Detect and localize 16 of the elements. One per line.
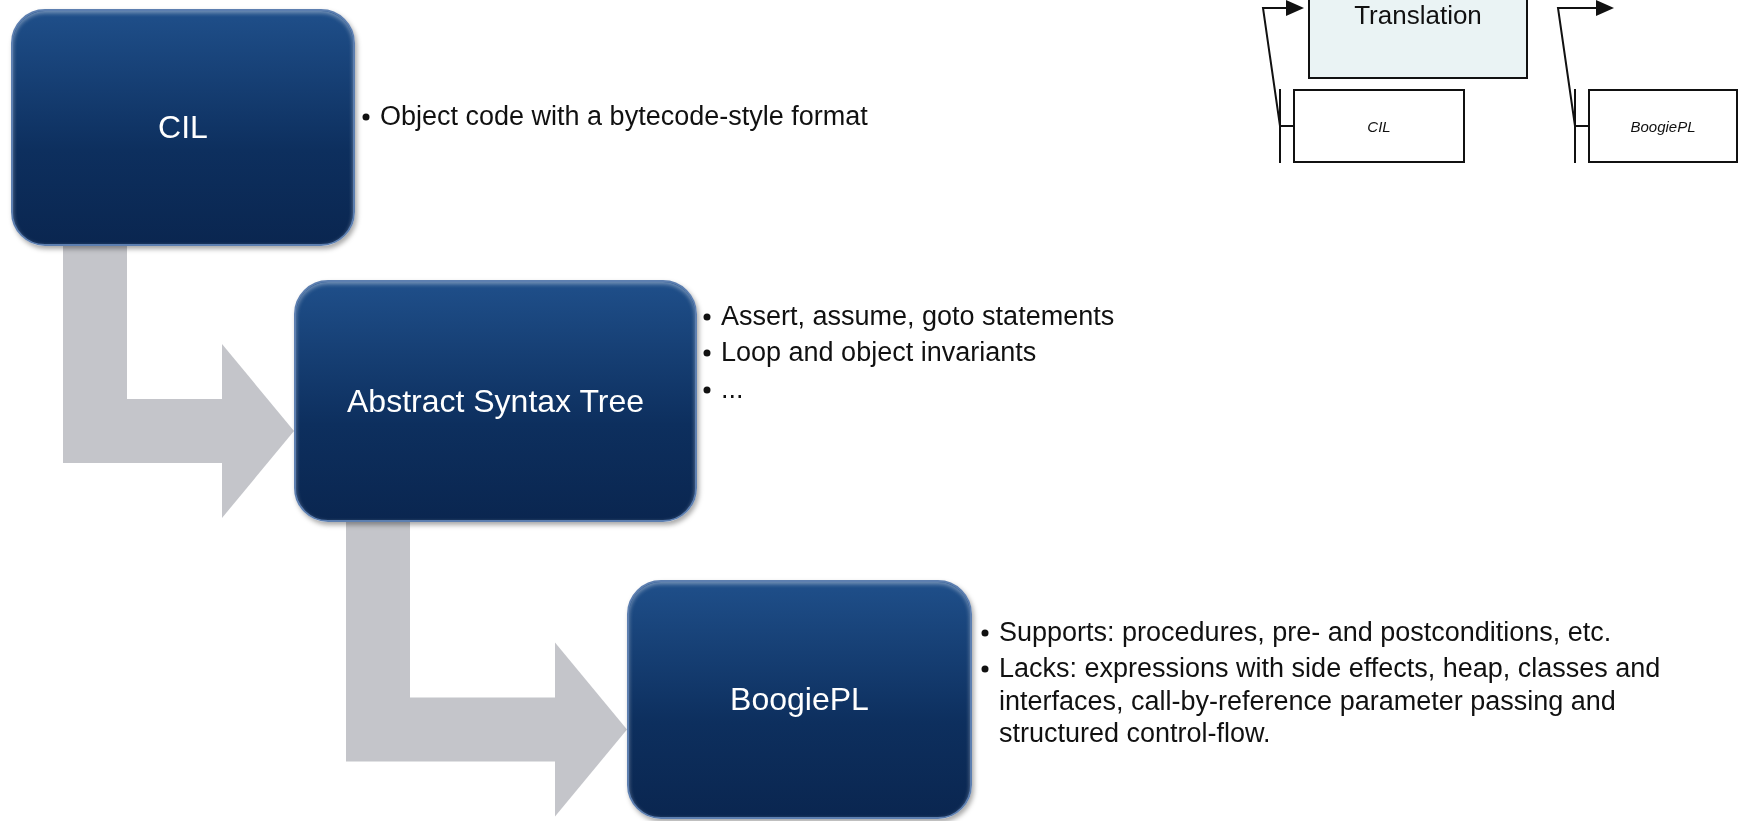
process-box: CIL (11, 9, 355, 246)
process-box: BoogiePL (627, 580, 972, 819)
process-box: Translation (1308, 0, 1528, 79)
bullet-text: Lacks: expressions with side effects, heap, classes and interfaces, call-by-reference parameter passing and structured control-flow. (999, 653, 1661, 749)
arrow (1556, 0, 1614, 127)
process-box: Abstract Syntax Tree (294, 280, 697, 522)
bullet-text: Object code with a bytecode-style format (380, 101, 868, 131)
document-label: CIL (1367, 117, 1391, 135)
document-label: BoogiePL (1630, 117, 1696, 135)
document-box (1293, 89, 1465, 163)
bullet-text: ... (721, 373, 744, 404)
document-box (1588, 89, 1738, 163)
bullet-text: Assert, assume, goto statements (721, 301, 1115, 331)
bullet-text: Loop and object invariants (721, 337, 1037, 368)
bullet-text: Supports: procedures, pre- and postconditions, etc. (999, 617, 1612, 647)
arrow (1261, 0, 1304, 127)
